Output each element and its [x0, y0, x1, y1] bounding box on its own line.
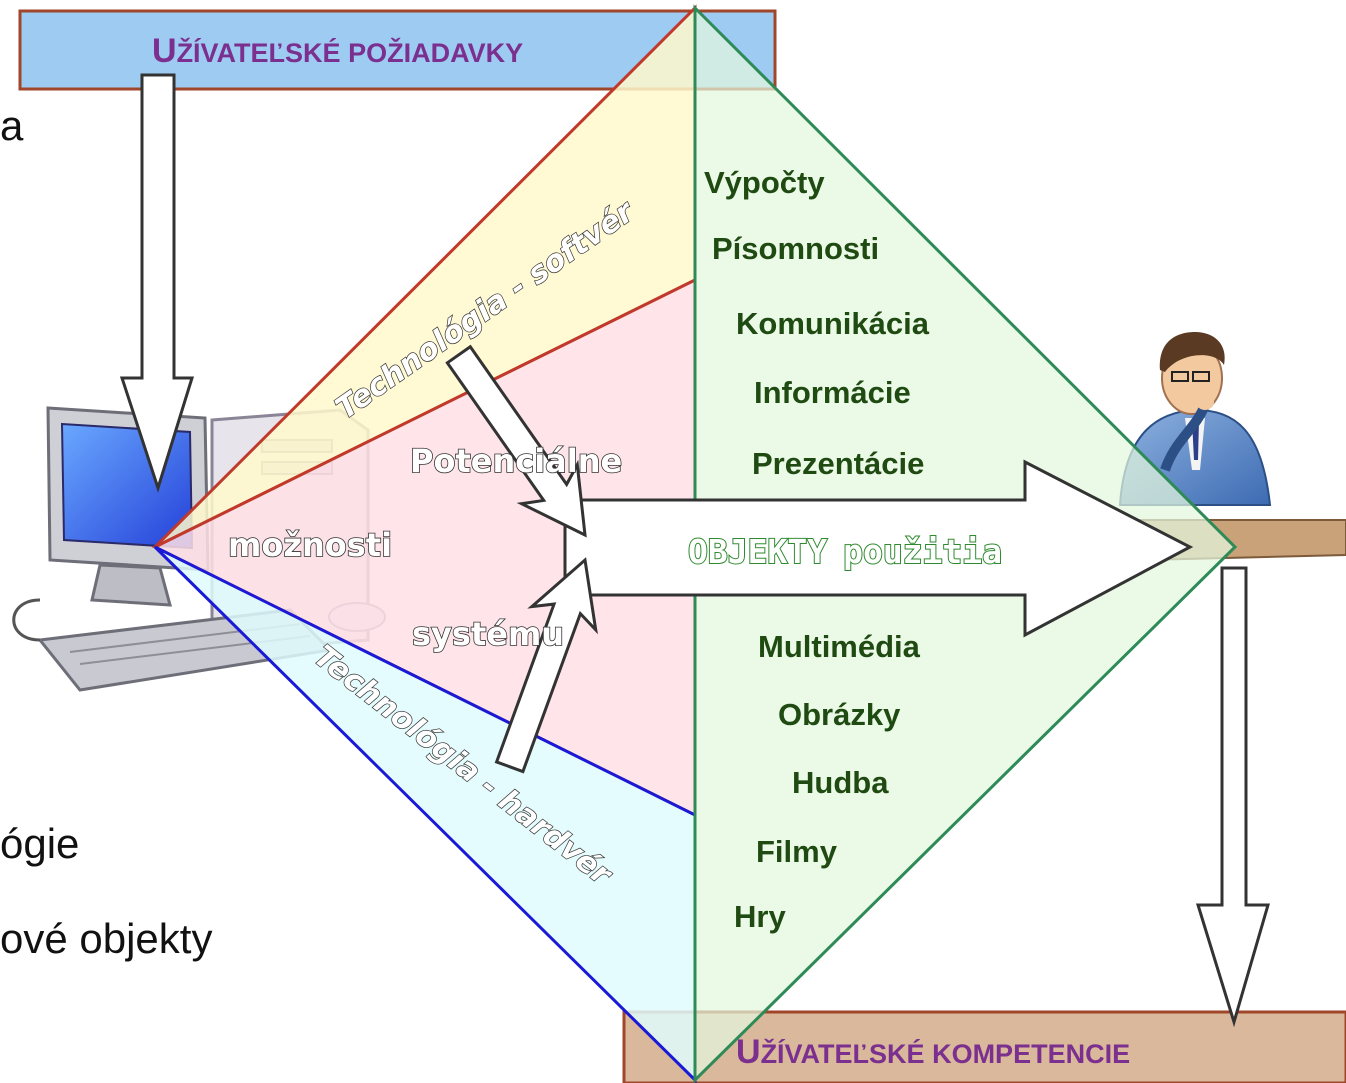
possibilities-label: možnosti [228, 526, 392, 564]
top-banner-title: ŽÍVATEĽSKÉ POŽIADAVKY [177, 37, 524, 68]
background-text-2: ógie [0, 820, 80, 867]
system-label: systému [412, 615, 564, 653]
svg-text:UŽÍVATEĽSKÉ KOMPETENCIE: UŽÍVATEĽSKÉ KOMPETENCIE [736, 1033, 1130, 1071]
background-text-1: a [0, 102, 24, 149]
object-item: Výpočty [704, 165, 825, 200]
objects-word: OBJEKTY [688, 532, 827, 571]
use-word: použitia [843, 532, 1002, 571]
object-item: Filmy [756, 834, 838, 869]
top-banner-prefix: U [152, 32, 177, 70]
svg-text:UŽÍVATEĽSKÉ POŽIADAVKY: UŽÍVATEĽSKÉ POŽIADAVKY [152, 32, 523, 70]
object-item: Informácie [754, 375, 911, 410]
competences-arrow [1195, 566, 1270, 1028]
object-item: Písomnosti [712, 231, 879, 266]
software-arrow [445, 344, 587, 538]
object-item: Multimédia [758, 629, 921, 664]
object-item: Prezentácie [752, 446, 924, 481]
potential-label: Potenciálne [410, 442, 622, 480]
object-item: Hry [734, 899, 786, 934]
objects-arrow [563, 459, 1194, 638]
objects-of-use-label: OBJEKTY použitia [688, 532, 1002, 571]
object-item: Hudba [792, 765, 889, 800]
background-text-3: ové objekty [0, 915, 213, 962]
hardware-arrow [494, 557, 598, 774]
object-item: Obrázky [778, 697, 901, 732]
requirements-arrow [119, 73, 195, 493]
bottom-banner-prefix: U [736, 1033, 761, 1071]
bottom-banner-title: ŽÍVATEĽSKÉ KOMPETENCIE [761, 1038, 1131, 1069]
object-item: Komunikácia [736, 306, 930, 341]
